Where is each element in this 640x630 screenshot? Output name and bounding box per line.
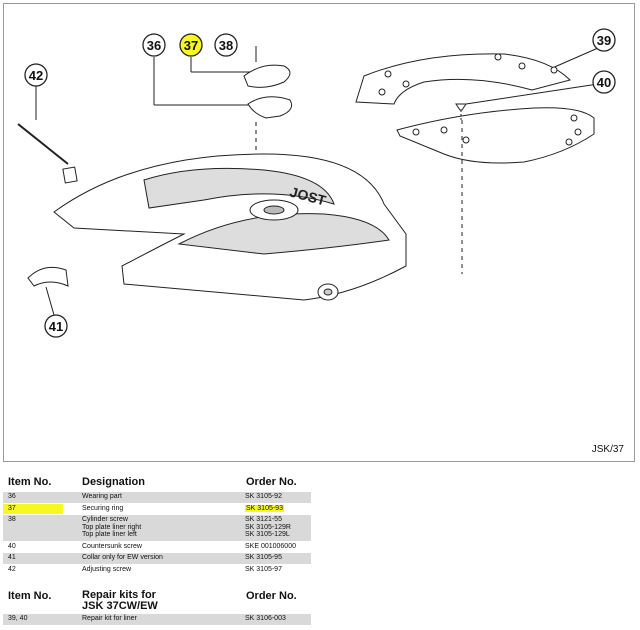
parts-header-designation: Designation (82, 476, 145, 488)
repair-header-designation: Repair kits for JSK 37CW/EW (82, 590, 158, 612)
item-no-cell: 39, 40 (8, 615, 28, 622)
order-no-cell: SK 3106-003 (245, 615, 309, 623)
designation-cell: Securing ring (82, 505, 242, 513)
order-no-cell: SK 3105-93 (245, 504, 309, 513)
repair-header-item: Item No. (8, 590, 52, 602)
order-no-cell: SK 3105-92 (245, 493, 309, 501)
repair-header-line1: Repair kits for (82, 589, 156, 601)
designation-cell: Collar only for EW version (82, 554, 242, 562)
table-row: 41 Collar only for EW version SK 3105-95 (3, 553, 311, 564)
table-row: 42 Adjusting screw SK 3105-97 (3, 565, 311, 576)
leader-line-40 (465, 83, 599, 105)
order-line: SK 3105-95 (245, 554, 282, 561)
liner-lower (396, 107, 595, 164)
order-line: SK 3106-003 (245, 615, 286, 622)
item-no-cell: 42 (8, 565, 16, 573)
parts-header-order: Order No. (246, 476, 297, 488)
securing-ring-37 (243, 64, 291, 88)
callout-40: 40 (592, 70, 616, 94)
designation-cell: Wearing part (82, 493, 242, 501)
designation-line: Repair kit for liner (82, 615, 137, 622)
adjusting-screw-42 (17, 123, 69, 165)
screw-40 (455, 103, 467, 111)
parts-header-item: Item No. (8, 476, 52, 488)
designation-cell: Countersunk screw (82, 543, 242, 551)
order-line: SK 3105-92 (245, 493, 282, 500)
designation-line: Collar only for EW version (82, 554, 163, 561)
callout-41: 41 (44, 314, 68, 338)
designation-line: Securing ring (82, 504, 124, 512)
svg-text:36: 36 (147, 38, 161, 53)
item-no-cell: 38 (8, 516, 16, 523)
svg-text:38: 38 (219, 38, 233, 53)
leader-line-39 (549, 47, 599, 70)
designation-line: Wearing part (82, 493, 122, 500)
repair-header-line2: JSK 37CW/EW (82, 600, 158, 612)
designation-cell: Repair kit for liner (82, 615, 242, 623)
item-no-cell: 36 (8, 493, 16, 500)
table-row: 36 Wearing part SK 3105-92 (3, 492, 311, 503)
designation-line: Adjusting screw (82, 565, 132, 573)
order-line: SK 3105-129R (245, 523, 291, 531)
order-no-cell: SKE 001006000 (245, 543, 309, 551)
callout-39: 39 (592, 28, 616, 52)
svg-text:39: 39 (597, 33, 611, 48)
item-no-cell: 41 (8, 554, 16, 561)
item-no-cell: 40 (8, 542, 16, 550)
drawing-code: JSK/37 (591, 444, 624, 455)
designation-cell: Adjusting screw (82, 566, 242, 574)
order-line: SKE 001006000 (245, 542, 296, 550)
repair-header-order: Order No. (246, 590, 297, 602)
designation-line: Cylinder screw (82, 516, 128, 523)
svg-text:37: 37 (184, 38, 198, 53)
svg-text:41: 41 (49, 319, 63, 334)
callout-37: 37 (179, 33, 203, 57)
item-no-cell: 37 (8, 504, 16, 512)
table-row: 39, 40 Repair kit for liner SK 3106-003 (3, 614, 311, 625)
wearing-part-36 (247, 96, 293, 119)
order-line: SK 3105-129L (245, 531, 290, 538)
exploded-diagram: JOST 36 37 38 39 40 (3, 3, 635, 462)
designation-line: Countersunk screw (82, 542, 142, 550)
order-no-cell: SK 3105-95 (245, 554, 309, 562)
order-line: SK 3105-93 (245, 504, 284, 512)
designation-line: Top plate liner left (82, 531, 137, 538)
diagram-drawing: JOST 36 37 38 39 40 (17, 28, 616, 338)
svg-text:40: 40 (597, 75, 611, 90)
callout-38: 38 (214, 33, 238, 57)
callout-36: 36 (142, 33, 166, 57)
designation-line: Top plate liner right (82, 523, 142, 531)
liner-39 (355, 53, 571, 105)
collar-41 (27, 266, 69, 287)
table-row: 37 Securing ring SK 3105-93 (3, 503, 311, 514)
svg-text:42: 42 (29, 68, 43, 83)
order-line: SK 3105-97 (245, 565, 282, 573)
callout-42: 42 (24, 63, 48, 87)
order-line: SK 3121-55 (245, 516, 282, 523)
table-row: 40 Countersunk screw SKE 001006000 (3, 542, 311, 553)
order-no-cell: SK 3105-97 (245, 566, 309, 574)
